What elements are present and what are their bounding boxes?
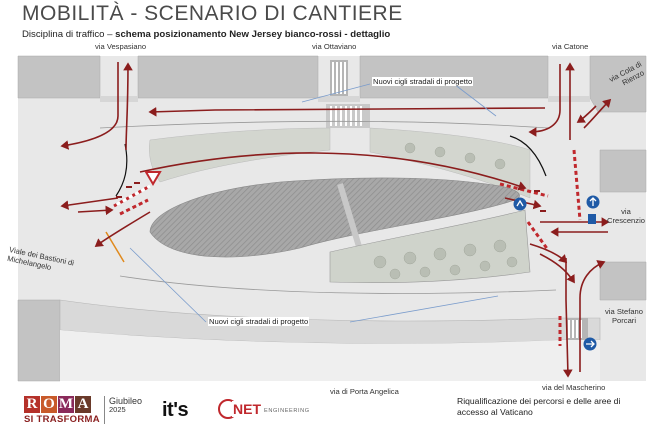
lower-curb	[119, 275, 557, 294]
roma-sub-label: SI TRASFORMA	[24, 414, 100, 425]
arrow-vespasiano-down	[60, 62, 119, 150]
roma-letter-o: O	[41, 396, 57, 413]
arrow-left-out	[60, 197, 119, 210]
street-label-ottaviano: via Ottaviano	[312, 42, 357, 51]
arrow-cola-right	[583, 98, 612, 129]
sign-roundabout	[513, 197, 527, 211]
sidewalks	[100, 96, 590, 102]
arrow-curve-top	[139, 152, 527, 191]
giubileo-year: 2025	[109, 405, 126, 415]
street-label-catone: via Catone	[552, 42, 589, 51]
upper-curb	[99, 120, 549, 129]
street-label-mascherino: via del Mascherino	[542, 383, 606, 392]
street-label-crescenzio-line2: Crescenzio	[607, 215, 645, 225]
project-caption: Riqualificazione dei percorsi e delle ar…	[457, 396, 647, 417]
street-label-stefano-porcari: via Stefano Porcari	[605, 307, 643, 325]
arrow-bastioni	[94, 211, 151, 247]
arrow-catone-down	[528, 64, 561, 137]
page-subtitle: Disciplina di traffico – schema posizion…	[22, 29, 390, 40]
block-top-left-2	[137, 55, 319, 99]
roma-letter-r: R	[24, 396, 40, 413]
block-top-right	[589, 55, 647, 113]
city-blocks	[17, 55, 647, 382]
arrow-mascherino-up	[579, 260, 606, 372]
subtitle-bold: schema posizionamento New Jersey bianco-…	[115, 29, 391, 40]
block-right	[599, 149, 647, 193]
street-label-porta-angelica: via di Porta Angelica	[330, 387, 399, 396]
net-engineering-logo: NET ENGINEERING	[218, 399, 310, 419]
direction-signs	[513, 195, 600, 351]
cones	[116, 182, 546, 212]
arrow-cola-left	[576, 105, 597, 123]
street-label-crescenzio-line1: via	[621, 207, 631, 216]
block-bottom-left	[17, 299, 61, 382]
roma-letters: R O M A	[24, 396, 100, 413]
vatican-area	[60, 330, 600, 381]
block-right-bottom	[599, 261, 647, 301]
street-label-porcari-line2: Porcari	[611, 315, 637, 325]
street-label-crescenzio: via Crescenzio	[607, 207, 645, 225]
giubileo-logo: Giubileo 2025	[104, 396, 142, 424]
net-sub-label: ENGINEERING	[264, 408, 310, 414]
street-label-porcari-line1: via Stefano	[605, 307, 643, 316]
island-path	[337, 183, 363, 251]
callout-new-curbs-top: Nuovi cigli stradali di progetto	[372, 77, 474, 86]
tree-dots	[373, 142, 518, 280]
roma-letter-a: A	[75, 396, 91, 413]
arrow-lower-east	[529, 243, 568, 264]
yield-sign	[144, 171, 162, 186]
sign-no-entry	[588, 214, 596, 224]
arrow-top-west	[148, 107, 546, 117]
its-logo: it's	[162, 399, 189, 421]
caption-line1: Riqualificazione dei percorsi e delle ar…	[457, 396, 621, 406]
net-label: NET	[232, 401, 262, 417]
caption-line2: accesso al Vaticano	[457, 406, 533, 417]
page-title: MOBILITÀ - SCENARIO DI CANTIERE	[22, 2, 403, 25]
arrow-porcari	[539, 253, 575, 284]
subtitle-plain: Disciplina di traffico –	[22, 29, 116, 40]
roma-letter-m: M	[58, 396, 74, 413]
callout-new-curbs-bottom: Nuovi cigli stradali di progetto	[208, 317, 310, 326]
street-label-vespasiano: via Vespasiano	[95, 42, 147, 51]
central-island	[149, 177, 520, 258]
giubileo-label: Giubileo	[109, 396, 143, 406]
arrow-vespasiano-up	[123, 62, 133, 151]
crosswalks	[326, 60, 588, 340]
block-top-left	[17, 55, 101, 99]
traffic-arrows	[60, 62, 612, 378]
callout-leaders	[129, 83, 499, 323]
arrow-left-in	[77, 205, 114, 216]
roma-si-trasforma-logo: R O M A SI TRASFORMA	[24, 396, 100, 425]
